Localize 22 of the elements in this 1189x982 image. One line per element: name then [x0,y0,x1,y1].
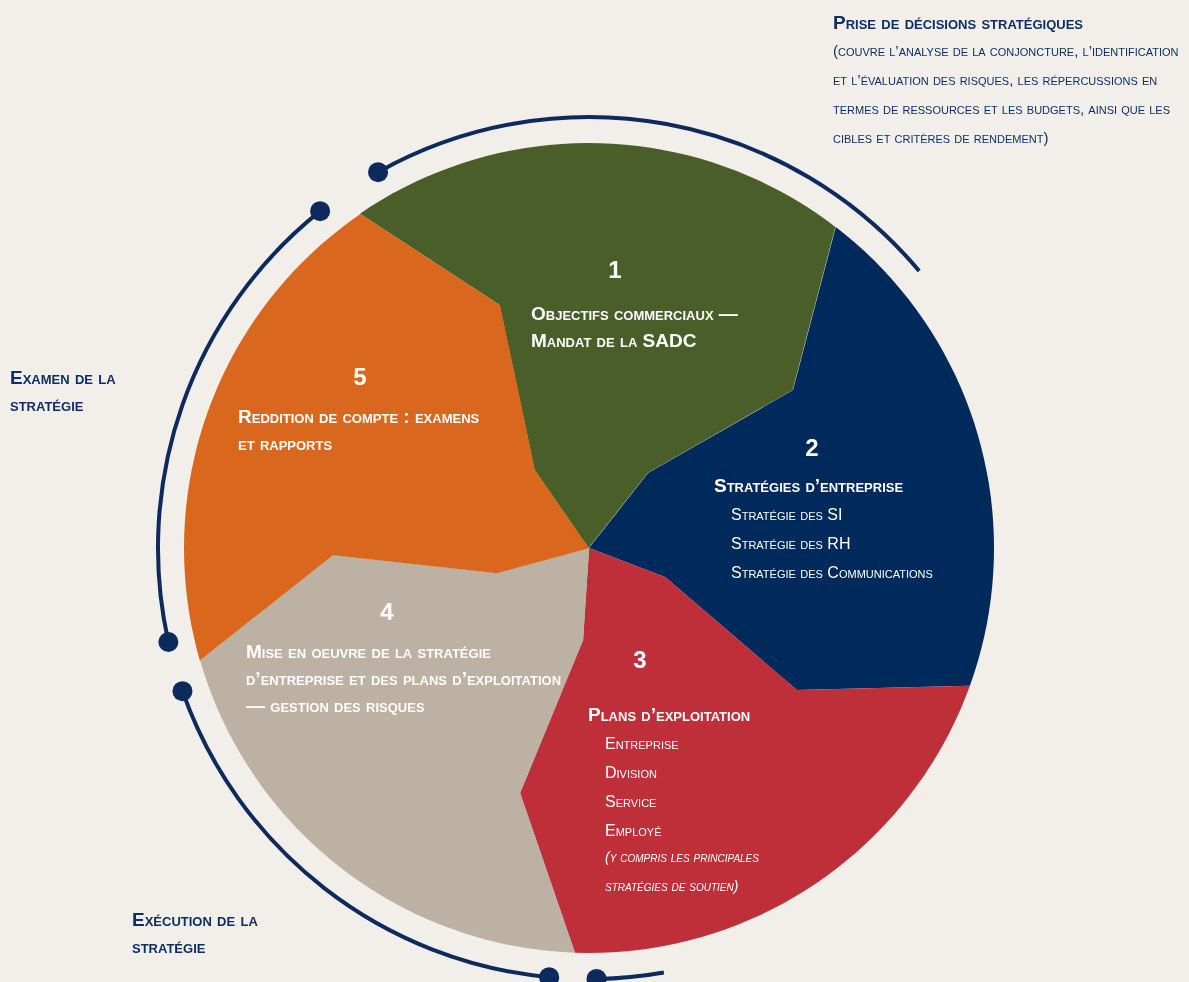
section-description: (couvre l’analyse de la conjoncture, l’identification et l’évaluation des risques, les répercussions en termes de ressources et les budgets, ainsi que les cibles et critères de rendement) [833,41,1180,148]
section-heading: Examen de la stratégie [10,366,117,417]
step-number: 3 [633,646,647,674]
step-number: 5 [353,363,367,391]
segment-item: Stratégie des Communications [731,563,933,583]
segment-heading: Reddition de compte : examens et rapports [238,405,481,456]
step-number: 4 [380,598,394,626]
step-number: 2 [805,434,819,462]
segment-item: Entreprise [605,734,679,754]
segment-item: Employé [605,821,662,841]
segment-note: (y compris les principales stratégies de soutien) [605,848,760,896]
section-heading: Prise de décisions stratégiques [833,11,1085,35]
segment-item: Stratégie des RH [731,534,851,554]
step-number: 1 [608,256,622,284]
segment-item: Division [605,763,657,783]
section-heading: Exécution de la stratégie [132,908,259,959]
segment-heading: Objectifs commerciaux — Mandat de la SADC [531,302,739,353]
segment-item: Stratégie des SI [731,505,843,525]
segment-heading: Mise en oeuvre de la stratégie d’entreprise et des plans d’exploitation — gestion des risques [246,640,563,718]
segment-item: Service [605,792,657,812]
segment-heading: Plans d’exploitation [588,703,752,727]
segment-heading: Stratégies d’entreprise [714,474,905,498]
